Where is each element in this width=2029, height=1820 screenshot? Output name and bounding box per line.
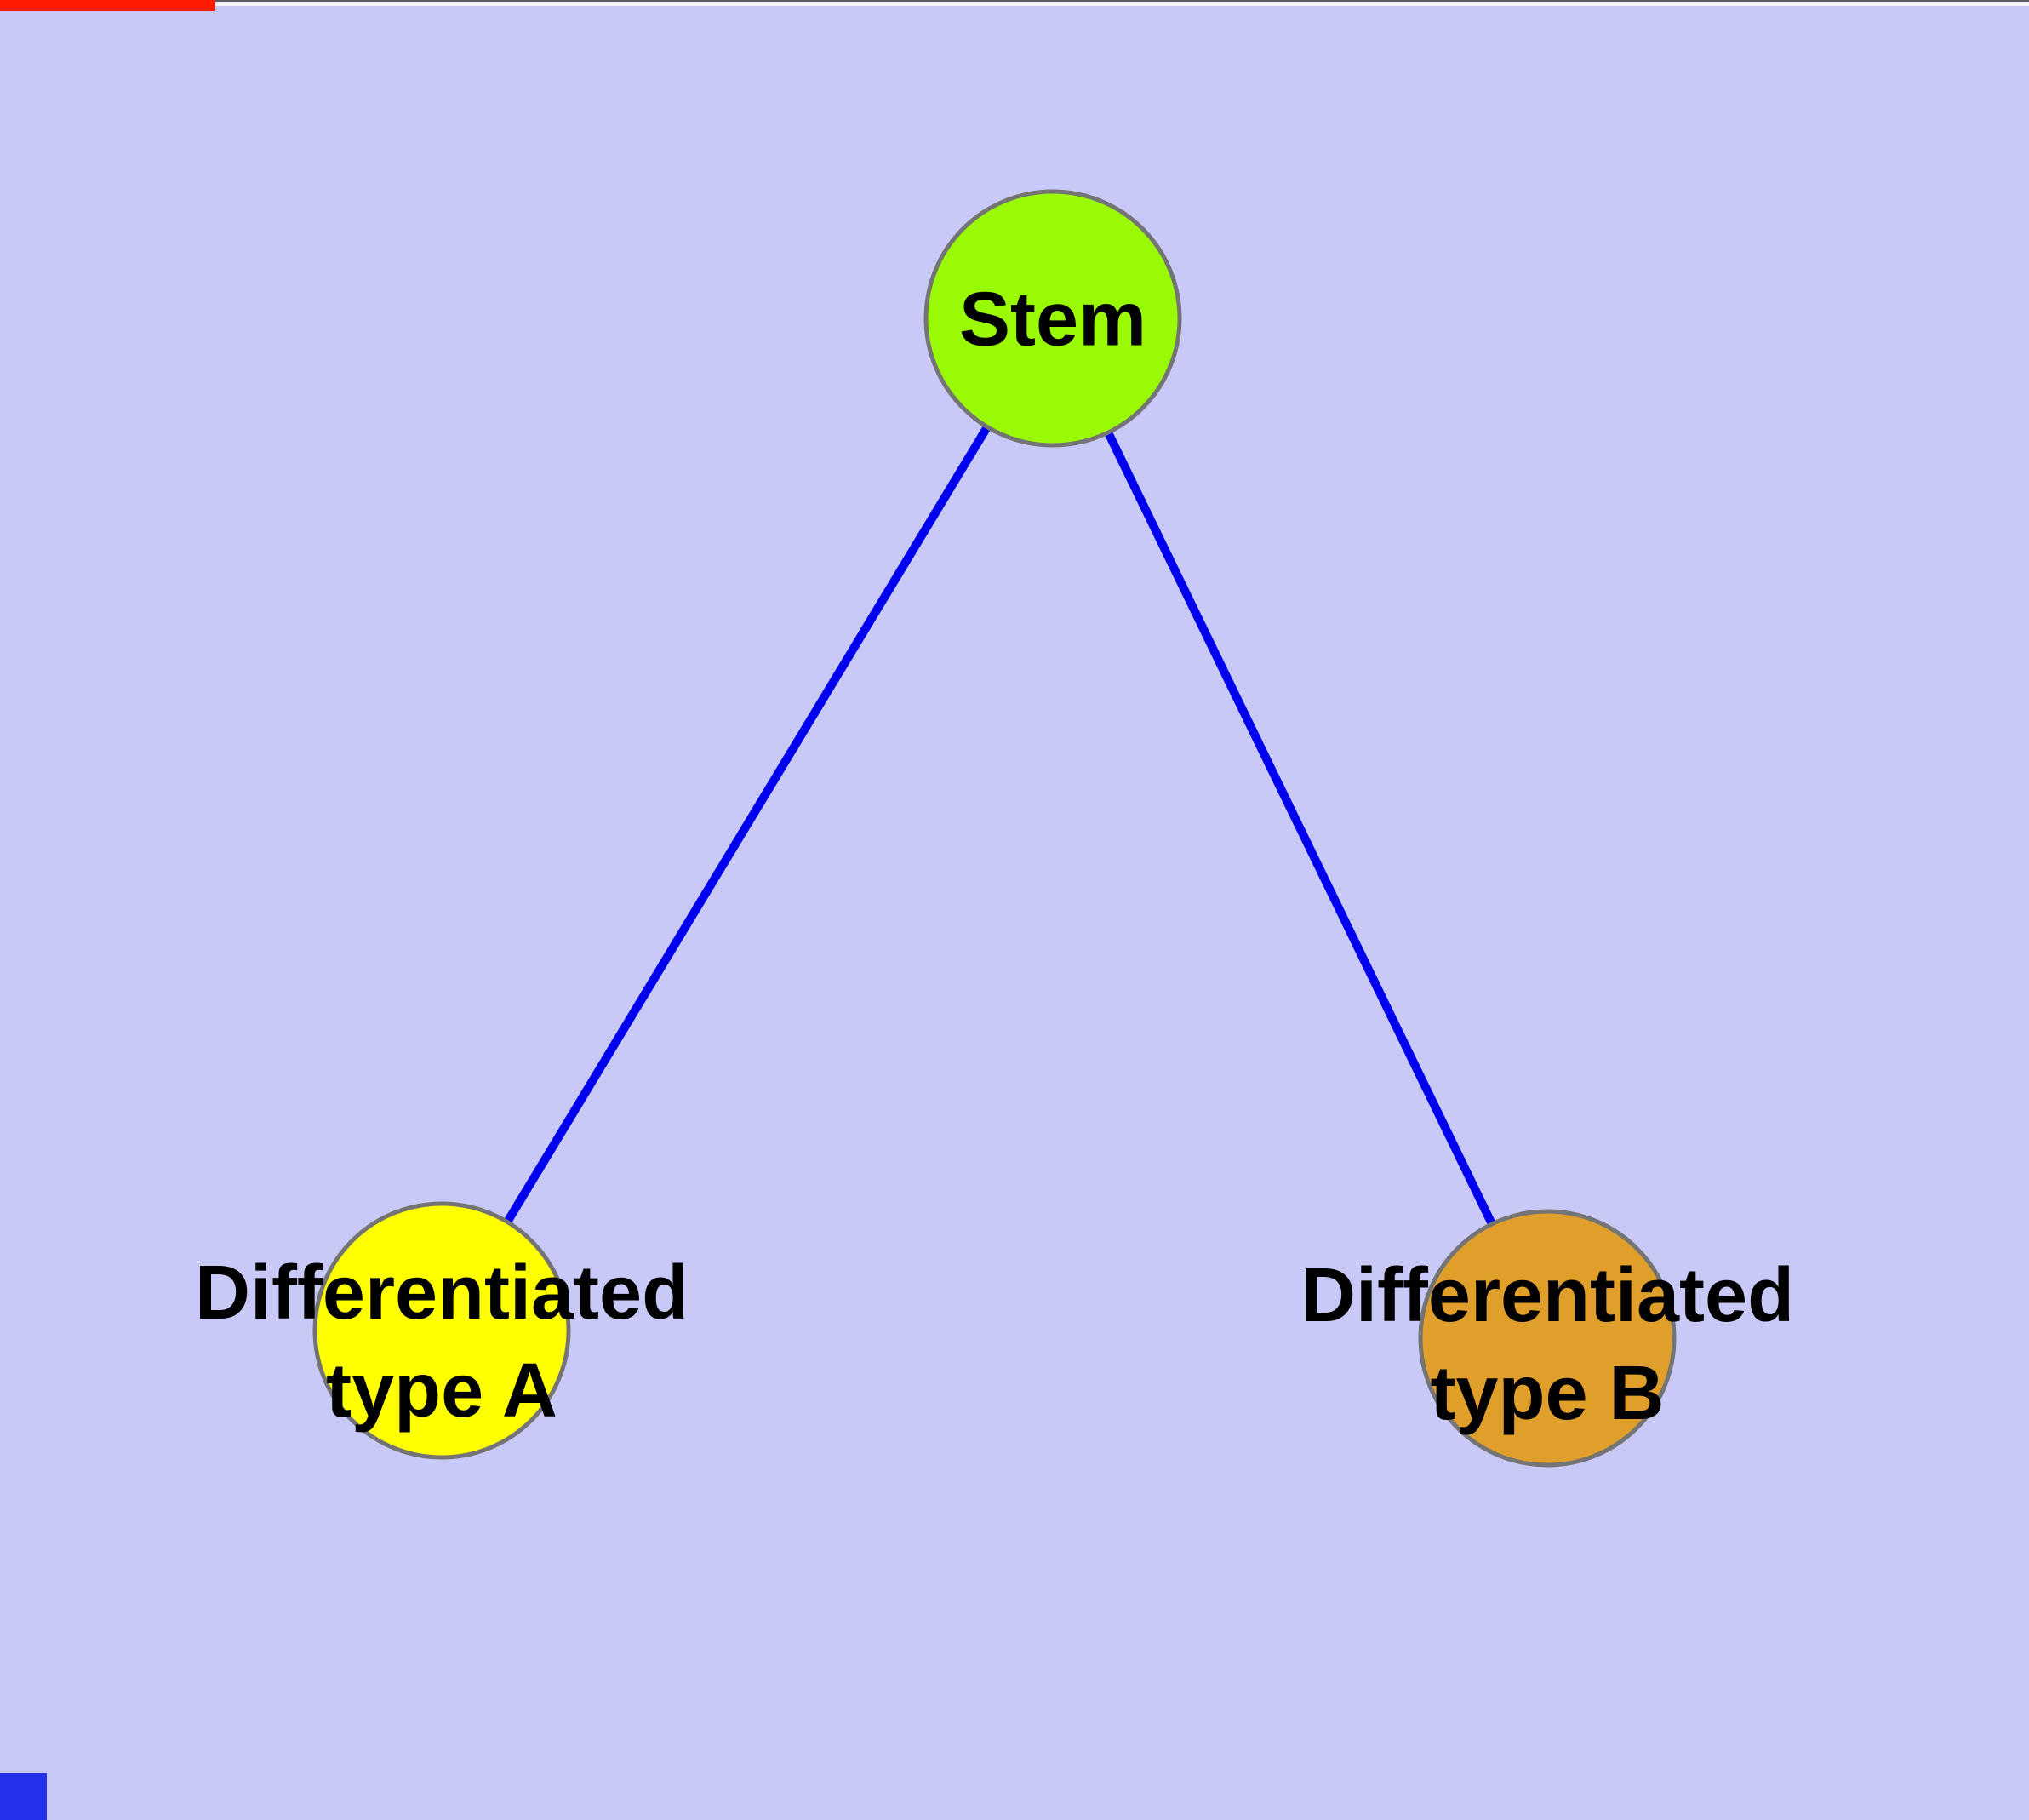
node-type-b-label: Differentiated type B: [1300, 1247, 1794, 1443]
node-type-a-label: Differentiated type A: [195, 1245, 689, 1440]
top-white-strip: [0, 2, 2029, 6]
node-stem-circle: [923, 189, 1182, 448]
node-type-b-circle: [1418, 1209, 1677, 1468]
node-stem-label: Stem: [959, 272, 1146, 369]
node-type-a-label-line2: type A: [326, 1348, 557, 1434]
node-type-b-label-line2: type B: [1430, 1351, 1665, 1436]
node-stem-label-text: Stem: [958, 277, 1147, 363]
bottom-left-blue-corner: [0, 1773, 47, 1820]
node-type-a-circle: [312, 1201, 571, 1460]
edge-stem-to-type-b: [1049, 316, 1552, 1341]
node-type-b-label-line1: Differentiated: [1300, 1253, 1795, 1338]
edge-stem-to-type-a: [437, 316, 1057, 1333]
top-border-line: [0, 0, 2029, 2]
node-type-a-label-line1: Differentiated: [194, 1251, 689, 1336]
top-left-red-strip: [0, 0, 215, 11]
